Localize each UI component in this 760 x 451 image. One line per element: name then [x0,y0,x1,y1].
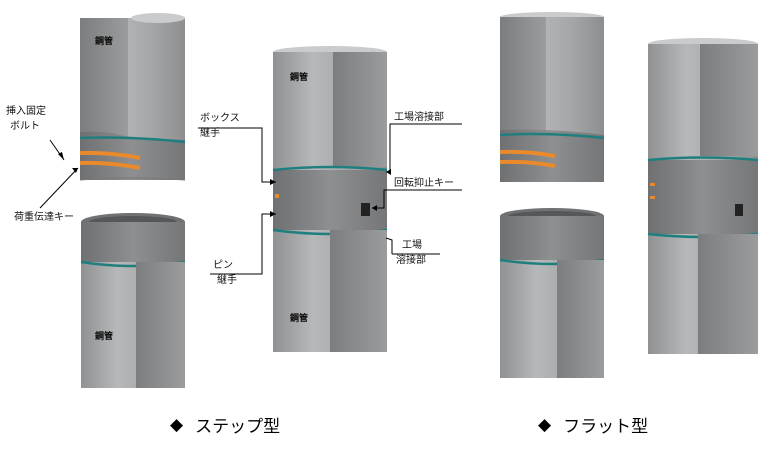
label-load-key: 荷重伝達キー [14,210,74,223]
label-factory-weld-top: 工場溶接部 [394,110,444,123]
step-upper-pipe [79,13,186,181]
leader-arrowheads [58,152,391,217]
label-factory-weld-bottom-2: 溶接部 [396,253,426,266]
bullet-diamond-icon-2: ◆ [538,414,552,435]
step-assembled-pipe [272,46,388,352]
label-factory-weld-bottom-1: 工場 [402,238,422,251]
label-pin-joint-1: ピン [213,259,233,271]
label-box-joint-2: 継手 [200,126,220,139]
step-lower-pipe [80,213,186,388]
label-steel-pipe-1: 鋼管 [94,35,113,47]
label-box-joint-1: ボックス [200,112,240,124]
caption-flat-type: ◆ フラット型 [538,412,649,438]
label-steel-pipe-2: 鋼管 [94,330,113,342]
label-insert-bolt-2: ボルト [10,120,40,132]
caption-step-type: ◆ ステップ型 [170,412,281,438]
flat-upper-pipe [499,12,605,182]
label-steel-pipe-3: 鋼管 [289,71,308,83]
flat-lower-pipe [499,208,605,378]
label-anti-rotation-key: 回転抑止キー [394,177,454,189]
bullet-diamond-icon: ◆ [170,414,184,435]
flat-assembled-pipe [647,38,759,354]
caption-flat-type-text: フラット型 [563,417,649,437]
label-pin-joint-2: 継手 [217,273,237,286]
label-insert-bolt-1: 挿入固定 [6,104,46,117]
caption-step-type-text: ステップ型 [195,417,281,437]
label-steel-pipe-4: 鋼管 [289,312,308,324]
